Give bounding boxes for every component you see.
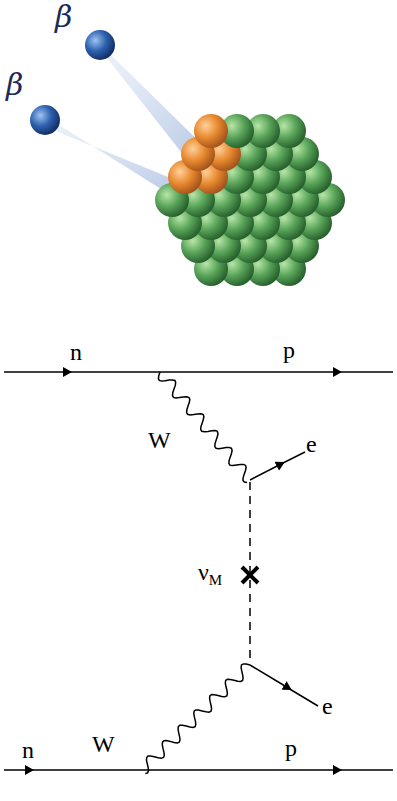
nucleus bbox=[155, 114, 345, 286]
boson-label: W bbox=[92, 732, 115, 756]
feynman-lines bbox=[4, 372, 393, 774]
mass-insertion-cross bbox=[242, 567, 258, 583]
boson-label: W bbox=[148, 428, 171, 452]
beta-label: β bbox=[6, 70, 23, 100]
particle-label: p bbox=[285, 736, 297, 760]
particle-label: n bbox=[70, 340, 82, 364]
beta-particle bbox=[85, 30, 115, 60]
particle-label: n bbox=[22, 738, 34, 762]
particle-label: e bbox=[322, 694, 333, 718]
particle-label: e bbox=[306, 432, 317, 456]
neutrino-label: νM bbox=[198, 560, 222, 588]
particle-label: p bbox=[283, 338, 295, 362]
beta-label: β bbox=[55, 2, 72, 32]
beta-particle bbox=[30, 105, 60, 135]
nucleon bbox=[194, 114, 228, 148]
